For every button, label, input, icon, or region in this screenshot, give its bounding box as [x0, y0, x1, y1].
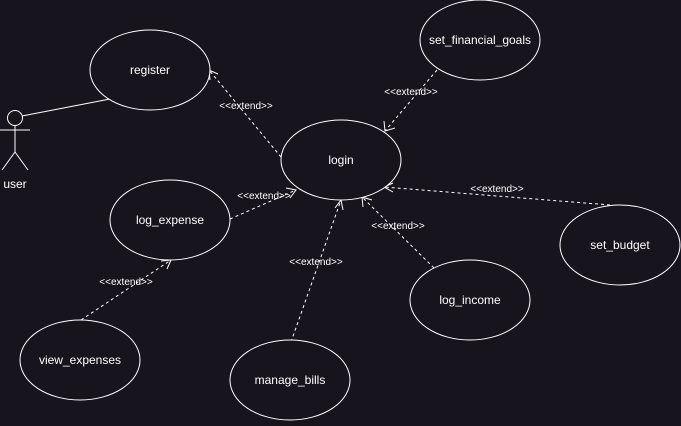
use-case-set-financial-goals[interactable]: set_financial_goals — [419, 0, 541, 81]
extend-line — [384, 69, 438, 132]
extend-label-bills: <<extend>> — [289, 257, 343, 268]
use-case-set-budget[interactable]: set_budget — [559, 204, 681, 286]
actor-user[interactable]: user — [0, 110, 30, 192]
use-case-label: log_expense — [136, 213, 204, 227]
use-case-register[interactable]: register — [89, 29, 211, 111]
use-case-label: set_budget — [590, 238, 650, 252]
actor-head — [7, 110, 23, 126]
extend-line — [80, 259, 172, 321]
arrow-head — [160, 259, 172, 270]
extend-line — [229, 189, 297, 220]
extend-income-login — [361, 196, 435, 269]
use-case-ellipse — [419, 0, 541, 81]
use-case-log-expense[interactable]: log_expense — [109, 179, 231, 261]
extend-line — [383, 186, 611, 206]
extend-goals-login — [383, 69, 438, 132]
use-case-ellipse — [229, 339, 351, 421]
actor-label: user — [3, 177, 26, 191]
extend-label-budget: <<extend>> — [470, 184, 524, 195]
extend-line — [361, 196, 435, 269]
extend-label-expense: <<extend>> — [237, 191, 291, 202]
extend-bills-login — [290, 198, 344, 343]
use-case-ellipse — [109, 179, 231, 261]
actor-left-leg — [1, 151, 16, 171]
use-case-manage-bills[interactable]: manage_bills — [229, 339, 351, 421]
arrow-head — [285, 187, 297, 199]
association-user-register — [21, 98, 111, 117]
use-case-ellipse — [280, 119, 402, 201]
arrow-head — [383, 120, 396, 132]
extend-line — [290, 199, 342, 343]
use-case-view-expenses[interactable]: view_expenses — [19, 319, 141, 401]
extend-label-income: <<extend>> — [371, 221, 425, 232]
use-case-label: log_income — [439, 293, 501, 307]
actor-right-leg — [14, 151, 29, 171]
use-case-log-income[interactable]: log_income — [409, 259, 531, 341]
extend-expense-login — [229, 187, 297, 220]
use-case-label: register — [130, 63, 170, 77]
use-case-login[interactable]: login — [280, 119, 402, 201]
extend-label-register: <<extend>> — [219, 101, 273, 112]
use-case-label: set_financial_goals — [429, 33, 531, 47]
use-case-ellipse — [559, 204, 681, 286]
use-case-ellipse — [89, 29, 211, 111]
use-case-label: manage_bills — [255, 373, 326, 387]
use-case-ellipse — [409, 259, 531, 341]
use-case-ellipse — [19, 319, 141, 401]
extend-label-goals: <<extend>> — [384, 87, 438, 98]
extend-view-expense — [80, 259, 172, 321]
use-case-label: login — [328, 153, 353, 167]
extend-login-register — [208, 69, 282, 158]
use-case-label: view_expenses — [39, 353, 121, 367]
extend-label-view: <<extend>> — [99, 277, 153, 288]
extend-line — [208, 69, 282, 158]
